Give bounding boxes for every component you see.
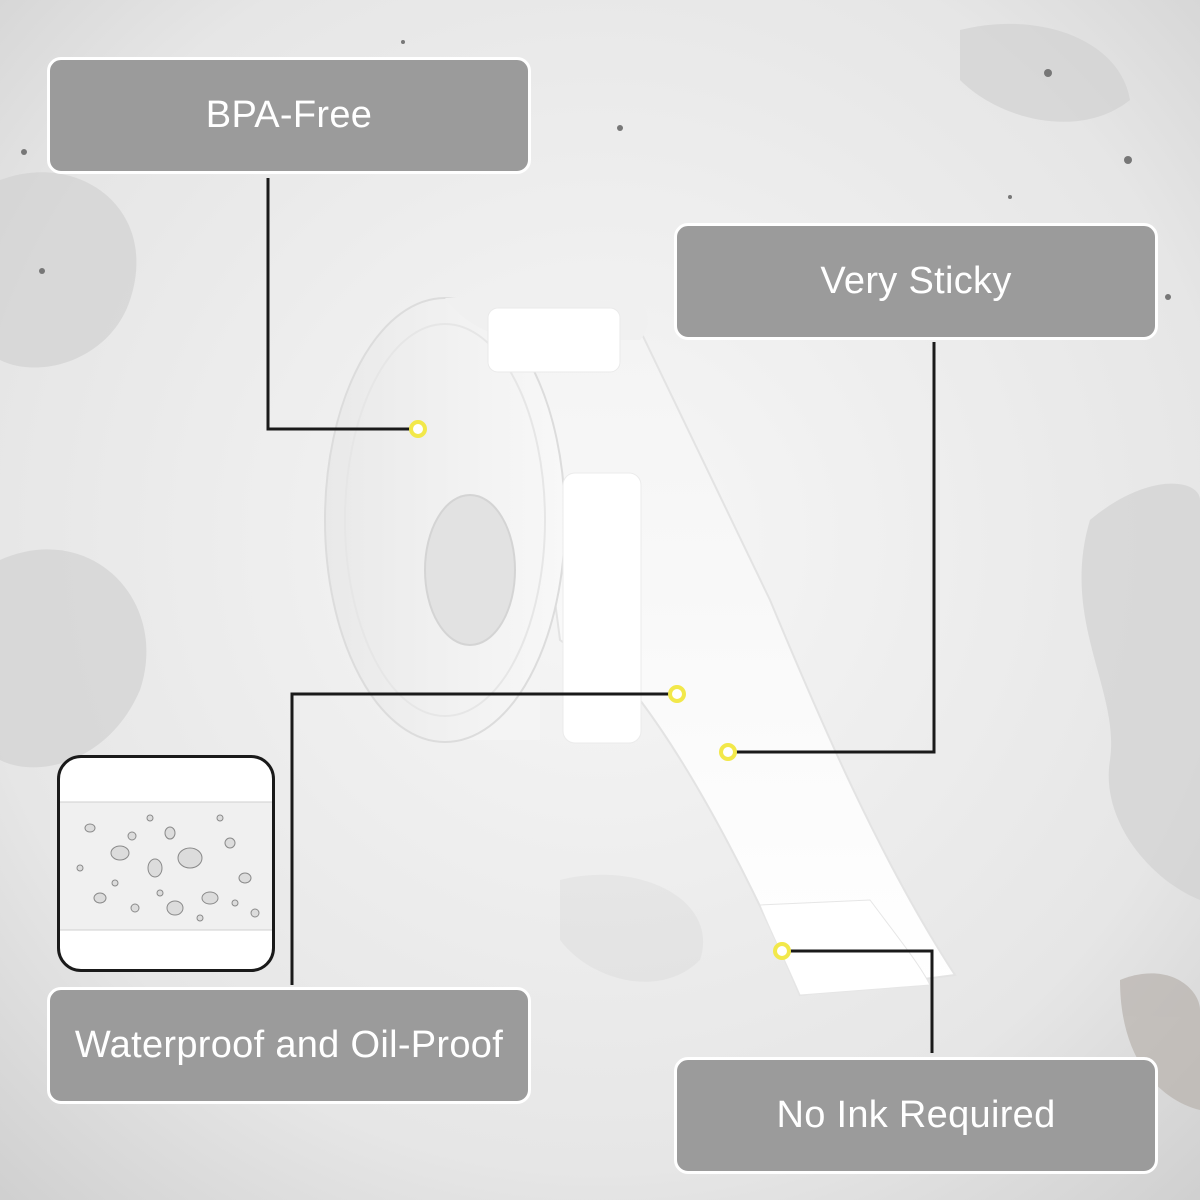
label-square-mid [562,472,642,744]
marker-ink-icon [773,942,791,960]
label-square-top [487,307,621,373]
callout-very-sticky: Very Sticky [674,223,1158,340]
callout-bpa-free: BPA-Free [47,57,531,174]
background-feathers [0,23,1200,1110]
label-square-bottom [759,899,931,996]
callout-waterproof-label: Waterproof and Oil-Proof [74,1024,504,1066]
marker-water-icon [668,685,686,703]
leader-line-ink [782,949,934,1053]
leader-lines [266,178,936,1053]
leader-line-water [290,692,677,985]
marker-bpa-icon [409,420,427,438]
callout-very-sticky-label: Very Sticky [820,260,1012,302]
leader-line-sticky [728,342,936,754]
leader-line-bpa [266,178,418,431]
callout-waterproof: Waterproof and Oil-Proof [47,987,531,1104]
background-sparkles [21,40,1171,300]
waterproof-inset [57,755,275,972]
callout-no-ink: No Ink Required [674,1057,1158,1174]
callout-no-ink-label: No Ink Required [776,1094,1056,1136]
feature-markers [409,420,791,960]
callout-bpa-free-label: BPA-Free [205,94,373,136]
roll-core-hole [424,494,516,646]
water-droplets-icon [60,801,272,931]
marker-sticky-icon [719,743,737,761]
label-roll [324,297,957,997]
